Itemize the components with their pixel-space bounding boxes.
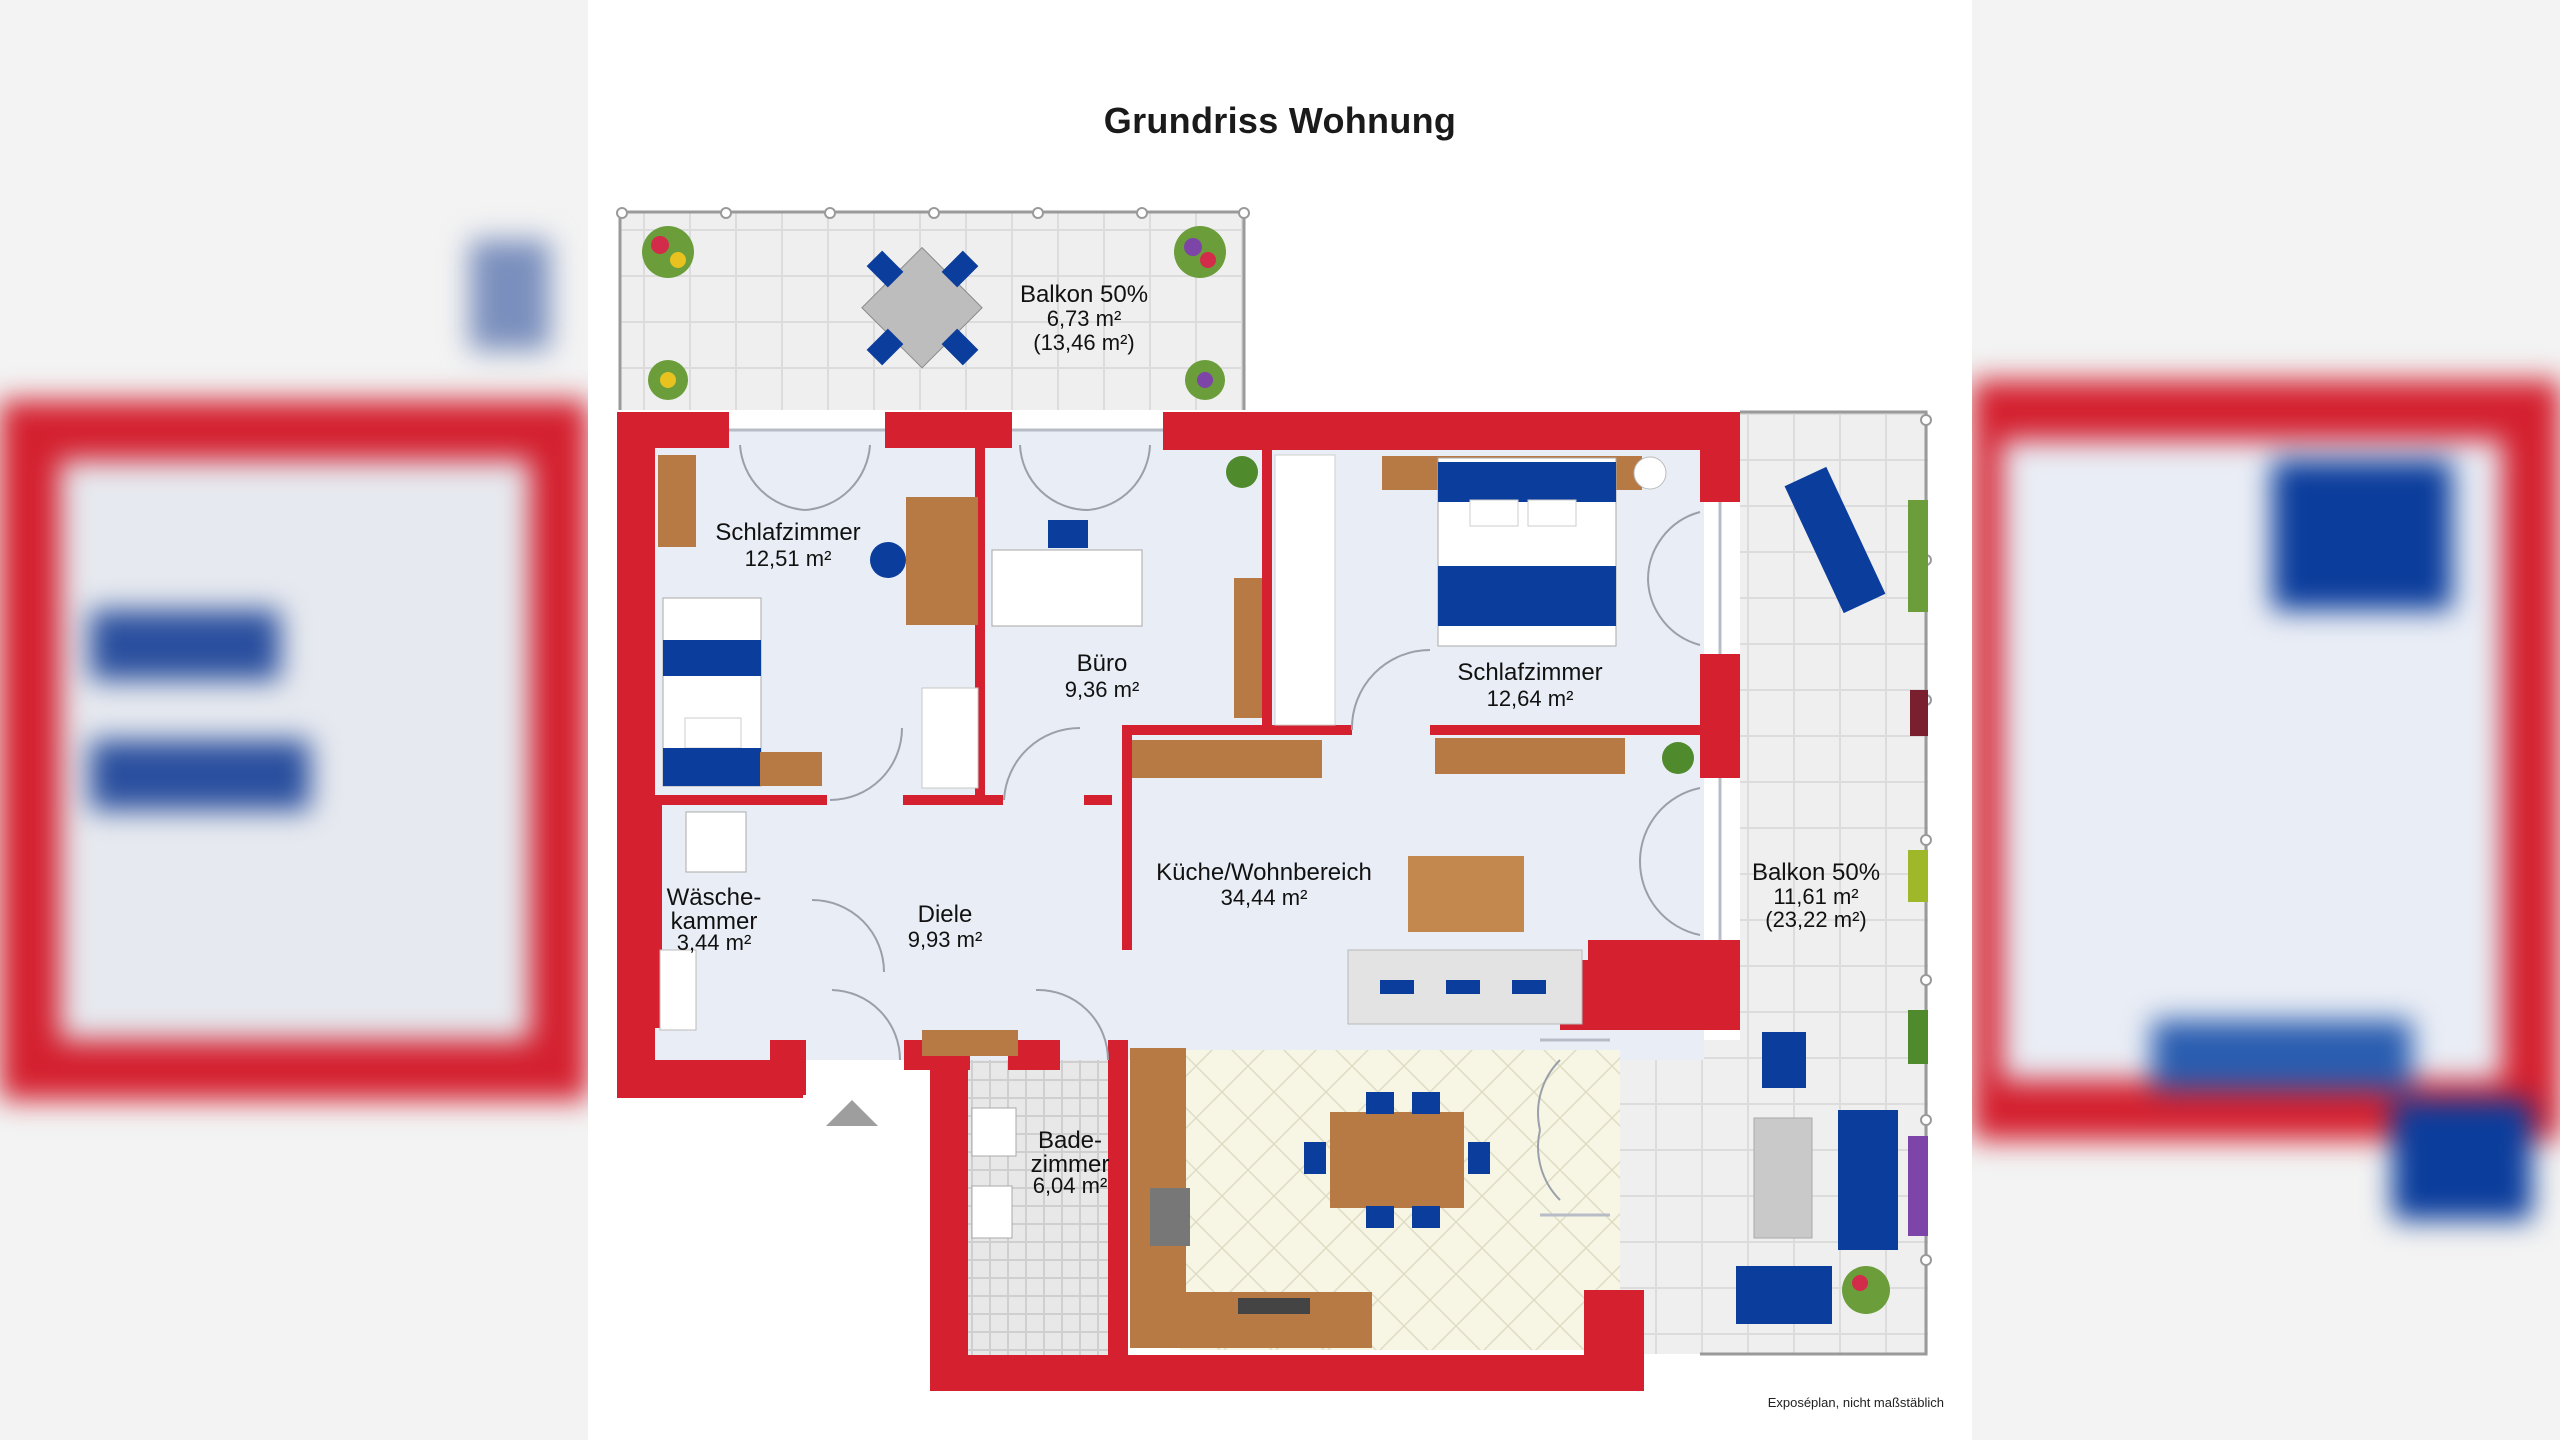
footnote: Exposéplan, nicht maßstäblich <box>1768 1395 1944 1410</box>
room-area: 6,73 m² <box>1047 306 1122 331</box>
page-title: Grundriss Wohnung <box>1103 100 1457 141</box>
room-name: Bade- <box>1038 1127 1102 1154</box>
chair-icon <box>870 542 906 578</box>
office-desk <box>991 549 1143 627</box>
laundry-shelf <box>659 949 697 1031</box>
room-name: kammer <box>671 908 758 935</box>
room-name: Büro <box>1077 650 1128 677</box>
windows <box>729 428 1722 1217</box>
room-area: 34,44 m² <box>1221 885 1308 910</box>
plant-icon <box>1842 500 1928 1314</box>
closet <box>1274 454 1336 726</box>
plant-icon <box>642 226 1694 774</box>
room-name: zimmer <box>1031 1151 1110 1178</box>
walls <box>617 412 1740 1391</box>
blurred-left-panel <box>0 0 588 1440</box>
bed-icon <box>1437 457 1617 647</box>
blurred-right-panel <box>1972 0 2560 1440</box>
kitchen-counter <box>1130 1048 1372 1348</box>
room-name: Balkon 50% <box>1020 281 1148 308</box>
washing-machine-icon <box>685 811 747 873</box>
toilet-icon <box>971 1185 1013 1239</box>
room-area: 9,93 m² <box>908 927 983 952</box>
office-chair-icon <box>1048 520 1088 548</box>
room-name: Balkon 50% <box>1752 859 1880 886</box>
dining-table-icon <box>861 246 983 369</box>
desk-icon <box>906 497 978 625</box>
office-shelf <box>1234 578 1262 718</box>
lounge-set-icon <box>1736 1032 1898 1324</box>
nightstand <box>760 752 822 786</box>
room-name: Diele <box>918 901 973 928</box>
dresser <box>1435 738 1625 774</box>
bed-icon <box>662 597 762 787</box>
room-area: 6,04 m² <box>1033 1173 1108 1198</box>
room-area: 12,64 m² <box>1487 686 1574 711</box>
room-name: Schlafzimmer <box>715 519 860 546</box>
door-swing-icon <box>739 444 1701 1201</box>
room-area: 11,61 m² <box>1773 884 1858 909</box>
room-area: 9,36 m² <box>1065 677 1140 702</box>
sideboard <box>1132 740 1322 778</box>
room-area: 12,51 m² <box>745 546 832 571</box>
room-area-full: (13,46 m²) <box>1033 330 1134 355</box>
room-name: Wäsche- <box>667 884 762 911</box>
sun-lounger-icon <box>1784 466 1886 614</box>
room-area: 3,44 m² <box>677 930 752 955</box>
sink-icon <box>971 1107 1017 1157</box>
wardrobe <box>921 687 979 789</box>
room-area-full: (23,22 m²) <box>1765 907 1866 932</box>
hall-bench <box>922 1030 1018 1056</box>
room-name: Küche/Wohnbereich <box>1156 859 1372 886</box>
room-labels: Balkon 50% 6,73 m² (13,46 m²) Schlafzimm… <box>667 281 1880 1198</box>
lamp-icon <box>1633 456 1667 490</box>
room-name: Schlafzimmer <box>1457 659 1602 686</box>
coffee-table <box>1408 856 1524 932</box>
sofa-icon <box>1347 949 1583 1025</box>
shelf <box>658 455 696 547</box>
dining-table-icon <box>1304 1092 1490 1228</box>
entrance-arrow-icon <box>826 1100 878 1126</box>
